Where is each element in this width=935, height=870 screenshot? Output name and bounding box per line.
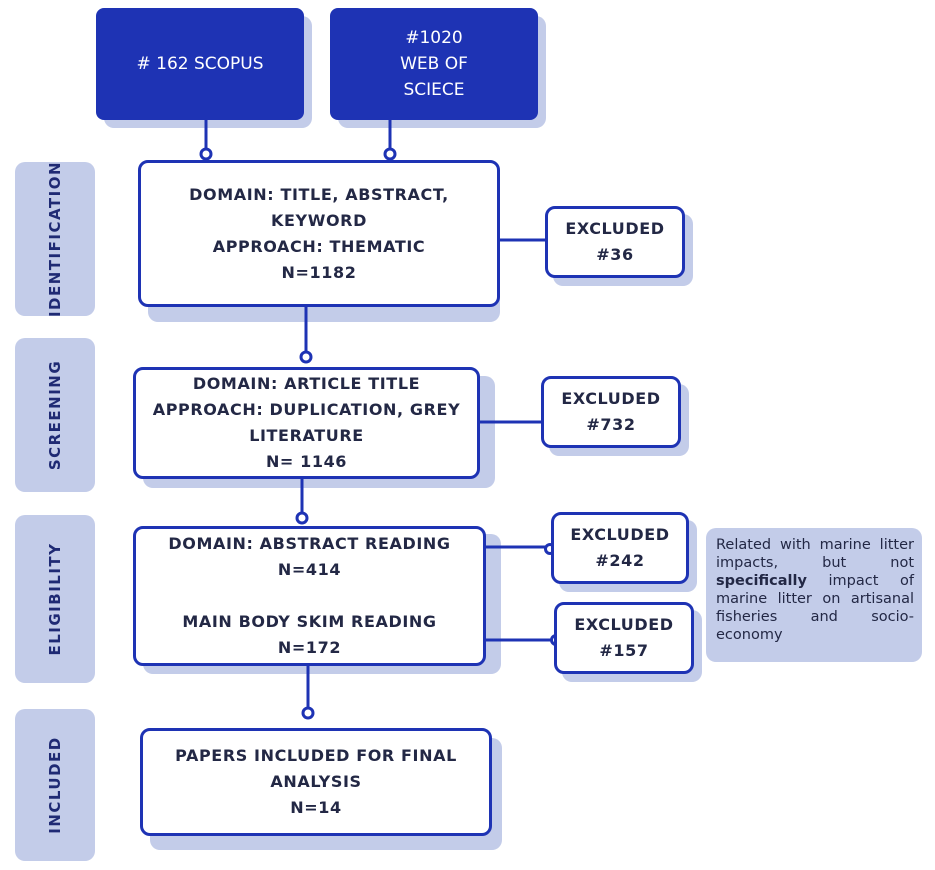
source-wos-line-3: SCIECE — [403, 80, 465, 100]
note-text-before: Related with marine litter impacts, but … — [716, 537, 914, 571]
eligibility-line-1: DOMAIN: ABSTRACT READING — [168, 534, 451, 553]
note-text-emphasis: specifically — [716, 573, 807, 589]
excluded-242-label: EXCLUDED — [570, 525, 670, 544]
source-wos-line-1: #1020 — [405, 28, 463, 48]
included-line-1: PAPERS INCLUDED FOR FINAL — [175, 746, 457, 765]
included-line-2: ANALYSIS — [270, 772, 362, 791]
included-connector-dot — [301, 706, 315, 720]
screening-line-1: DOMAIN: ARTICLE TITLE — [192, 374, 421, 393]
ex157-connector — [482, 638, 556, 645]
excluded-242-count: #242 — [595, 551, 645, 570]
identification-line-4: N=1182 — [281, 262, 357, 282]
screening-line-2: APPROACH: DUPLICATION, GREY — [152, 400, 461, 419]
exclusion-note: Related with marine litter impacts, but … — [706, 528, 922, 662]
included-line-3: N=14 — [290, 798, 342, 817]
excluded-36-label: EXCLUDED — [565, 219, 665, 238]
identification-box: DOMAIN: TITLE, ABSTRACT, KEYWORD APPROAC… — [138, 160, 500, 307]
excluded-732-count: #732 — [586, 415, 636, 434]
identification-line-2: KEYWORD — [271, 210, 367, 230]
excluded-36-count: #36 — [596, 245, 634, 264]
wos-connector-dot — [383, 147, 397, 161]
identification-line-3: APPROACH: THEMATIC — [212, 236, 426, 256]
excluded-36-box: EXCLUDED #36 — [545, 206, 685, 278]
identification-line-1: DOMAIN: TITLE, ABSTRACT, — [189, 184, 449, 204]
stage-identification: IDENTIFICATION — [15, 161, 95, 317]
screening-line-4: N= 1146 — [265, 452, 348, 471]
screening-box: DOMAIN: ARTICLE TITLE APPROACH: DUPLICAT… — [133, 367, 480, 479]
excluded-242-box: EXCLUDED #242 — [551, 512, 689, 584]
excluded-157-label: EXCLUDED — [574, 615, 674, 634]
stage-included: INCLUDED — [15, 709, 95, 861]
eligibility-line-5: N=172 — [277, 638, 342, 657]
source-web-of-science: #1020 WEB OF SCIECE — [330, 8, 538, 120]
screening-line-3: LITERATURE — [249, 426, 364, 445]
source-scopus: # 162 SCOPUS — [96, 8, 304, 120]
source-wos-line-2: WEB OF — [400, 54, 468, 74]
included-box: PAPERS INCLUDED FOR FINAL ANALYSIS N=14 — [140, 728, 492, 836]
excluded-732-box: EXCLUDED #732 — [541, 376, 681, 448]
eligibility-box: DOMAIN: ABSTRACT READING N=414 MAIN BODY… — [133, 526, 486, 666]
eligibility-line-4: MAIN BODY SKIM READING — [182, 612, 437, 631]
source-scopus-label: # 162 SCOPUS — [136, 54, 264, 74]
stage-screening: SCREENING — [15, 338, 95, 492]
screening-connector-dot — [299, 350, 313, 364]
note-text-after: impact of marine litter on artisanal fis… — [716, 573, 914, 643]
eligibility-connector-dot — [295, 511, 309, 525]
excluded-157-box: EXCLUDED #157 — [554, 602, 694, 674]
excluded-157-count: #157 — [599, 641, 649, 660]
stage-eligibility: ELIGIBILITY — [15, 515, 95, 683]
excluded-732-label: EXCLUDED — [561, 389, 661, 408]
scopus-connector-dot — [199, 147, 213, 161]
eligibility-line-2: N=414 — [277, 560, 342, 579]
